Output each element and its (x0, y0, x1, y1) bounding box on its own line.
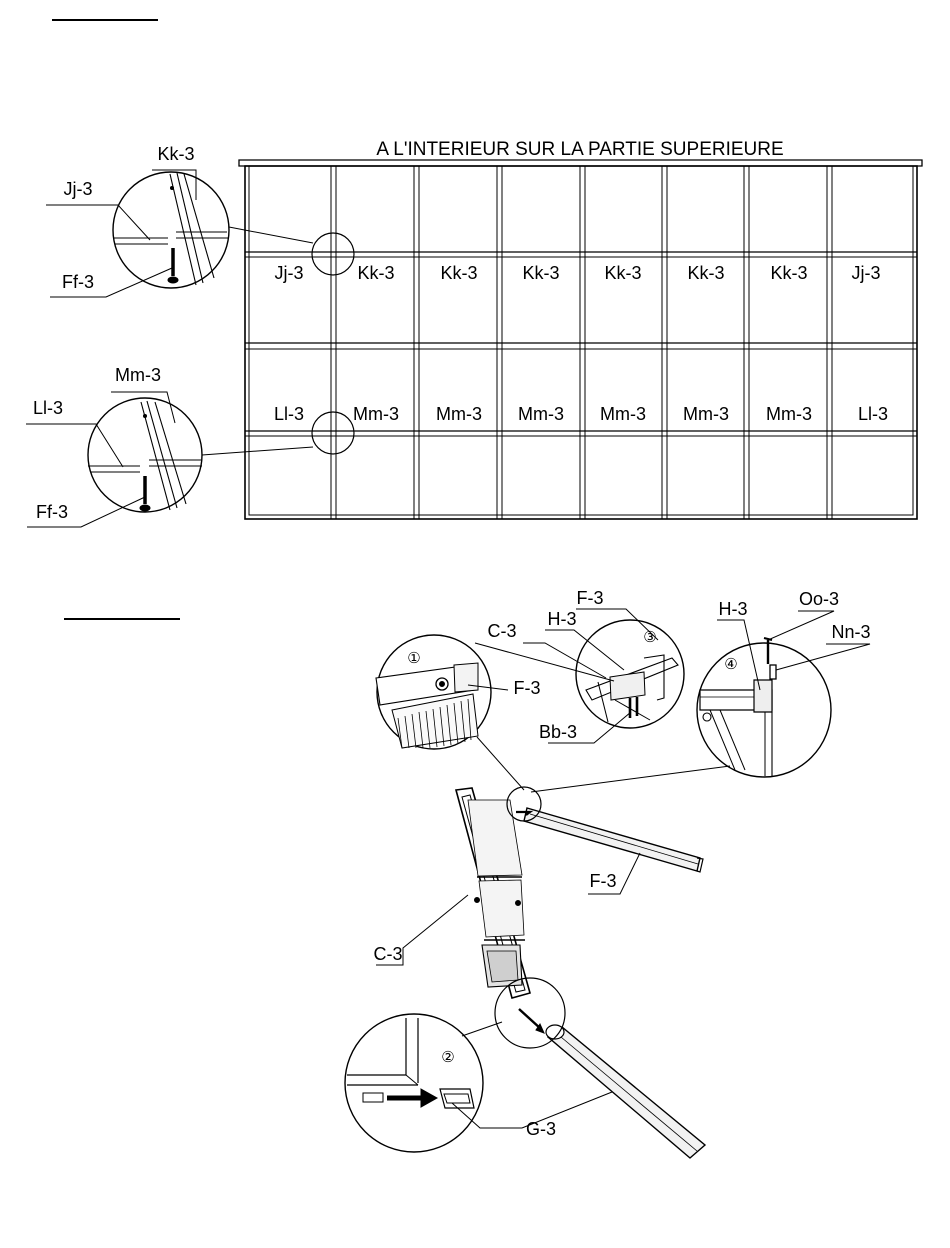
door-panel (456, 788, 530, 998)
door-top-callout-circle (507, 787, 541, 821)
cell-label: Mm-3 (353, 404, 399, 424)
cell-label: Ll-3 (274, 404, 304, 424)
detail-bottom-joint (26, 392, 313, 527)
cell-label: Ll-3 (858, 404, 888, 424)
detail-3 (523, 609, 730, 792)
label-c3-top: C-3 (487, 621, 516, 641)
cell-label: Kk-3 (522, 263, 559, 283)
cell-label: Mm-3 (436, 404, 482, 424)
cell-label: Jj-3 (274, 263, 303, 283)
detail-top-label-left: Jj-3 (63, 179, 92, 199)
detail-bottom-label-left: Ll-3 (33, 398, 63, 418)
detail-2-number: ② (441, 1049, 454, 1066)
cell-label: Jj-3 (851, 263, 880, 283)
cell-label: Mm-3 (600, 404, 646, 424)
cell-label: Kk-3 (770, 263, 807, 283)
detail-top-label-upper: Kk-3 (157, 144, 194, 164)
detail-1-number: ① (407, 650, 420, 667)
detail-3-number: ③ (643, 629, 656, 646)
label-c3-top-leader (475, 643, 614, 681)
cell-label: Kk-3 (604, 263, 641, 283)
detail-2-label: G-3 (526, 1119, 556, 1139)
top-rail (516, 808, 703, 872)
roof-grid-title: A L'INTERIEUR SUR LA PARTIE SUPERIEURE (376, 139, 783, 160)
lower-row-labels: Ll-3 Mm-3 Mm-3 Mm-3 Mm-3 Mm-3 Mm-3 Ll-3 (274, 404, 888, 424)
cell-label: Kk-3 (687, 263, 724, 283)
detail-4-label-oo3: Oo-3 (799, 589, 839, 609)
cell-label: Kk-3 (440, 263, 477, 283)
detail-top-label-bottom: Ff-3 (62, 272, 94, 292)
upper-row-labels: Jj-3 Kk-3 Kk-3 Kk-3 Kk-3 Kk-3 Kk-3 Jj-3 (274, 263, 880, 283)
cell-label: Mm-3 (683, 404, 729, 424)
cell-label: Kk-3 (357, 263, 394, 283)
detail-4-label-nn3: Nn-3 (831, 622, 870, 642)
detail-4-label-h3: H-3 (718, 599, 747, 619)
door-bottom-callout-circle (495, 978, 565, 1048)
detail-4-number: ④ (724, 656, 737, 673)
detail-bottom-label-bottom: Ff-3 (36, 502, 68, 522)
detail-3-label-f3: F-3 (577, 588, 604, 608)
cell-label: Mm-3 (518, 404, 564, 424)
roof-panel-grid (239, 160, 922, 519)
grid-callout-circle-lower (312, 412, 354, 454)
detail-bottom-label-upper: Mm-3 (115, 365, 161, 385)
detail-3-label-h3: H-3 (547, 609, 576, 629)
detail-1-label: F-3 (514, 678, 541, 698)
detail-3-label-bb3: Bb-3 (539, 722, 577, 742)
cell-label: Mm-3 (766, 404, 812, 424)
door-c3-label: C-3 (373, 944, 402, 964)
grid-callout-circle-upper (312, 233, 354, 275)
detail-1 (376, 635, 524, 790)
rail-f3-label: F-3 (590, 871, 617, 891)
